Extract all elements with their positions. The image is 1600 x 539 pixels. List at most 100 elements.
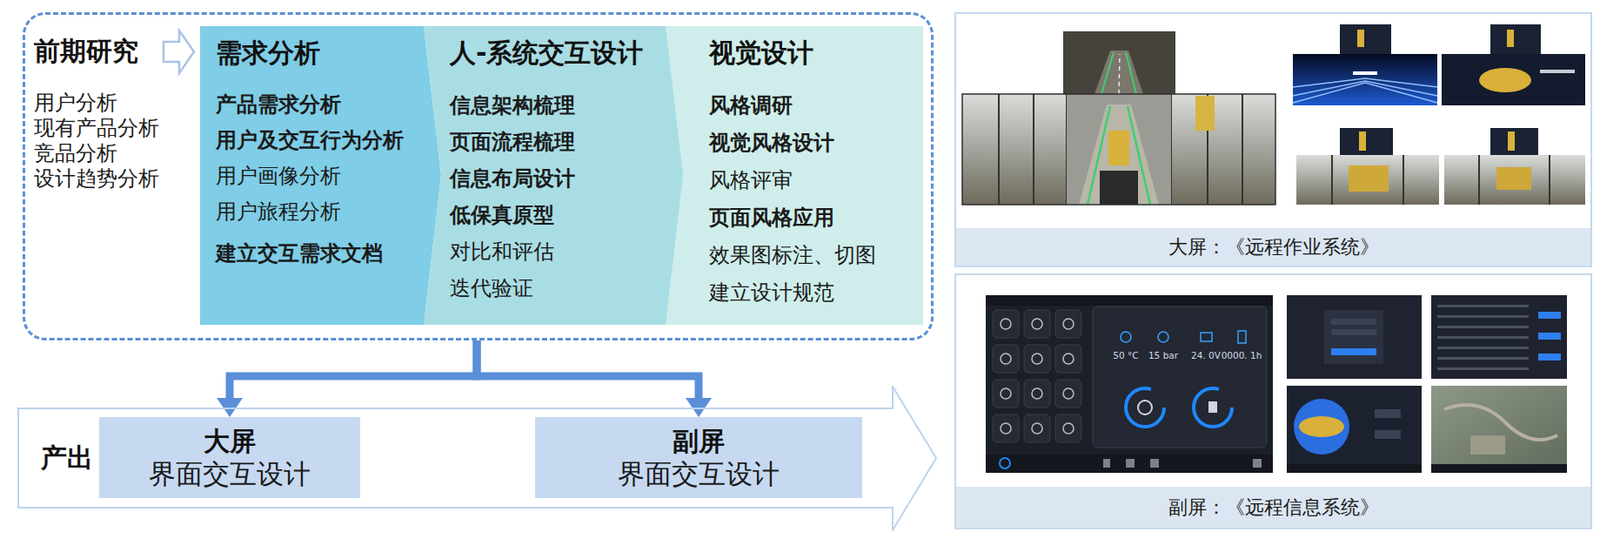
task-item: 风格调研 — [709, 87, 793, 125]
small-screen-shot-part — [1000, 318, 1011, 329]
task-item: 产品需求分析 — [215, 87, 342, 123]
small-screen-shot-part — [1150, 458, 1159, 468]
info-thumbnails-part — [1437, 346, 1529, 349]
small-screen-shot-part — [985, 294, 1273, 306]
task-item: 效果图标注、切图 — [709, 236, 877, 275]
small-screen-shot-part — [992, 414, 1019, 442]
research-item: 竞品分析 — [33, 140, 118, 167]
screen-thumbnails-part — [1444, 154, 1586, 205]
screen-thumbnails-part — [1441, 53, 1586, 106]
small-screen-shot-part — [1000, 353, 1011, 364]
info-thumbnails-part — [1444, 404, 1558, 440]
small-screen-shot-part — [1063, 353, 1074, 364]
info-thumbnails-part — [1437, 325, 1529, 329]
small-screen-shot-part — [992, 309, 1019, 338]
small-screen-shot-part — [1055, 344, 1082, 373]
small-screen-shot-part — [1158, 331, 1169, 342]
screen-thumbnails-part — [1292, 78, 1438, 103]
info-thumbnails-part — [1331, 348, 1377, 355]
small-screen-shot-part — [992, 379, 1019, 408]
info-thumbnails-part — [1431, 294, 1567, 379]
big-screen-shot-part — [1099, 170, 1139, 205]
task-item: 对比和评估 — [449, 233, 555, 270]
small-screen-shot-part — [1120, 331, 1132, 342]
small-screen-shot-part — [1063, 422, 1074, 434]
info-thumbnails-part — [1374, 408, 1401, 418]
task-item: 用户画像分析 — [215, 158, 342, 195]
info-thumbnails-part — [1538, 353, 1561, 361]
task-item: 信息布局设计 — [449, 160, 576, 197]
task-item: 迭代验证 — [449, 269, 534, 307]
screen-thumbnails-part — [1490, 24, 1541, 54]
task-item: 信息架构梳理 — [449, 87, 576, 124]
big-screen-shot-part — [1063, 31, 1176, 94]
arrow-shape-outline — [18, 386, 937, 530]
small-screen-shot-part — [1031, 422, 1043, 434]
connector-line — [229, 340, 477, 400]
info-thumbnails-part — [1437, 314, 1529, 318]
big-screen-shot-part — [1108, 130, 1130, 166]
big-screen-shot-part — [1118, 53, 1120, 94]
small-screen-shot-part — [1063, 318, 1074, 329]
small-screen-shot-part — [1031, 353, 1043, 364]
big-screen-shot — [962, 31, 1276, 205]
output-arrow: 产出大屏界面交互设计副屏界面交互设计 — [17, 385, 938, 531]
output-subtitle: 界面交互设计 — [148, 456, 311, 490]
small-screen-shot-part — [1208, 401, 1218, 413]
gauge-value: 15 bar — [1141, 348, 1185, 362]
task-item: 用户及交互行为分析 — [215, 122, 404, 159]
info-thumbnails-part — [1298, 415, 1345, 437]
hollow-arrow-part — [163, 30, 195, 74]
small-screen-shot-part — [1092, 306, 1267, 448]
gauge-value: 0000. 1h — [1219, 348, 1264, 362]
screen-thumbnails-part — [1479, 67, 1532, 93]
small-screen-shot-part — [1103, 458, 1111, 468]
big-screen-shot-part — [998, 93, 1243, 205]
info-thumbnails-part — [1331, 328, 1377, 335]
task-item: 低保真原型 — [449, 196, 555, 234]
info-thumbnails-part — [1437, 335, 1529, 339]
info-thumbnails-part — [1431, 385, 1567, 473]
research-item: 用户分析 — [33, 90, 118, 116]
task-item: 用户旅程分析 — [215, 194, 342, 230]
small-screen-shot-part — [1125, 388, 1165, 427]
group-heading: 前期研究 — [33, 34, 139, 68]
screen-thumbnails-part — [1358, 131, 1366, 151]
task-item: 页面流程梳理 — [449, 123, 576, 161]
info-thumbnails-part — [1431, 463, 1567, 473]
screen-thumbnails-part — [1348, 165, 1389, 192]
small-screen-shot-part — [1055, 379, 1082, 408]
stage-heading: 需求分析 — [215, 36, 321, 70]
info-thumbnails-part — [1286, 294, 1422, 379]
gauge-value: 50 °C — [1104, 348, 1148, 362]
screen-thumbnails-part — [1332, 154, 1404, 205]
info-thumbnails-part — [1437, 356, 1529, 360]
research-item: 现有产品分析 — [33, 115, 160, 141]
big-screen-shot-part — [1078, 104, 1159, 205]
small-screen-shot-part — [1000, 388, 1011, 399]
connector-arrow — [216, 340, 477, 417]
info-thumbnails-part — [1538, 311, 1561, 319]
small-screen-shot-part — [1031, 318, 1043, 329]
big-screen-shot-part — [1101, 52, 1137, 94]
connector-line — [476, 340, 699, 400]
output-subtitle: 界面交互设计 — [617, 456, 780, 490]
small-screen-shot-part — [1063, 388, 1074, 399]
small-screen-shot-part — [1024, 379, 1051, 408]
chevron-shape-outline — [665, 26, 924, 325]
big-screen-shot-part — [1066, 93, 1172, 205]
screen-thumbnails-part — [1496, 167, 1532, 190]
output-box: 大屏界面交互设计 — [99, 416, 361, 498]
big-screen-shot-part — [962, 93, 1276, 205]
panel-caption: 副屏：《远程信息系统》 — [956, 486, 1591, 528]
screenshot-panel: 副屏：《远程信息系统》 — [954, 273, 1593, 529]
small-screen-shot-part — [1024, 414, 1051, 442]
output-heading: 产出 — [40, 441, 94, 475]
small-screen-shot-part — [1125, 458, 1135, 468]
screen-thumbnails-part — [1339, 127, 1393, 155]
small-screen-shot-part — [999, 457, 1011, 469]
info-thumbnails-part — [1286, 463, 1422, 473]
small-screen-shot — [985, 294, 1273, 473]
small-screen-shot-part — [1238, 330, 1246, 343]
small-screen-shot-part — [1252, 458, 1262, 468]
